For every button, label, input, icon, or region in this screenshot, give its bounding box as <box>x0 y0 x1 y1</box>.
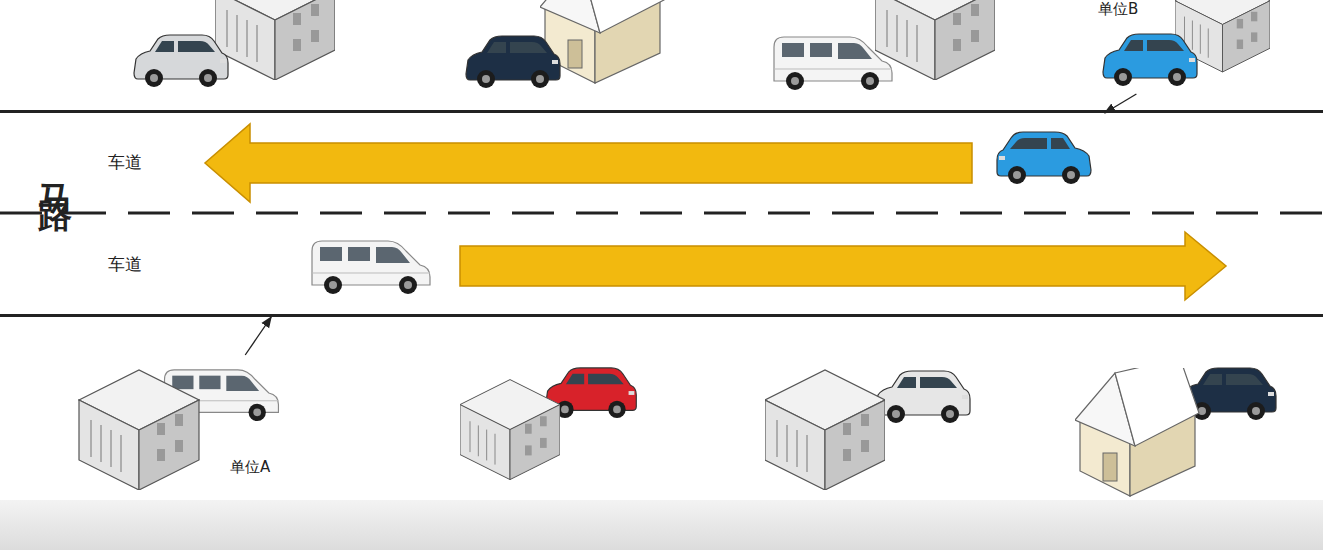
unit-box: 单位A <box>75 355 305 495</box>
lane-band: 车道 <box>0 113 1323 215</box>
label-text: 车道 <box>108 253 142 276</box>
unit-box: 单位B <box>1095 0 1275 94</box>
label-text: 单位A <box>230 458 270 477</box>
building <box>875 0 995 80</box>
car <box>876 371 970 423</box>
road-label: 马路 <box>32 157 78 185</box>
car <box>997 132 1091 184</box>
road-band: 马路车道车道 <box>0 110 1323 317</box>
building <box>79 370 199 490</box>
direction-arrow <box>205 124 972 202</box>
car <box>1103 34 1197 86</box>
label-text: 车道 <box>108 151 142 174</box>
building <box>765 370 885 490</box>
building <box>215 0 335 80</box>
van <box>312 241 430 294</box>
label-text: 单位B <box>1098 0 1138 19</box>
lane-divider <box>0 212 1323 215</box>
pointer-arrow <box>245 317 271 355</box>
van <box>774 37 892 90</box>
car <box>466 36 560 88</box>
pointer-arrow <box>1105 94 1137 113</box>
building <box>460 380 560 480</box>
floor-shade <box>0 500 1323 550</box>
car <box>134 35 228 87</box>
direction-arrow <box>460 232 1226 300</box>
house <box>1075 358 1199 496</box>
lane-band: 车道 <box>0 215 1323 317</box>
